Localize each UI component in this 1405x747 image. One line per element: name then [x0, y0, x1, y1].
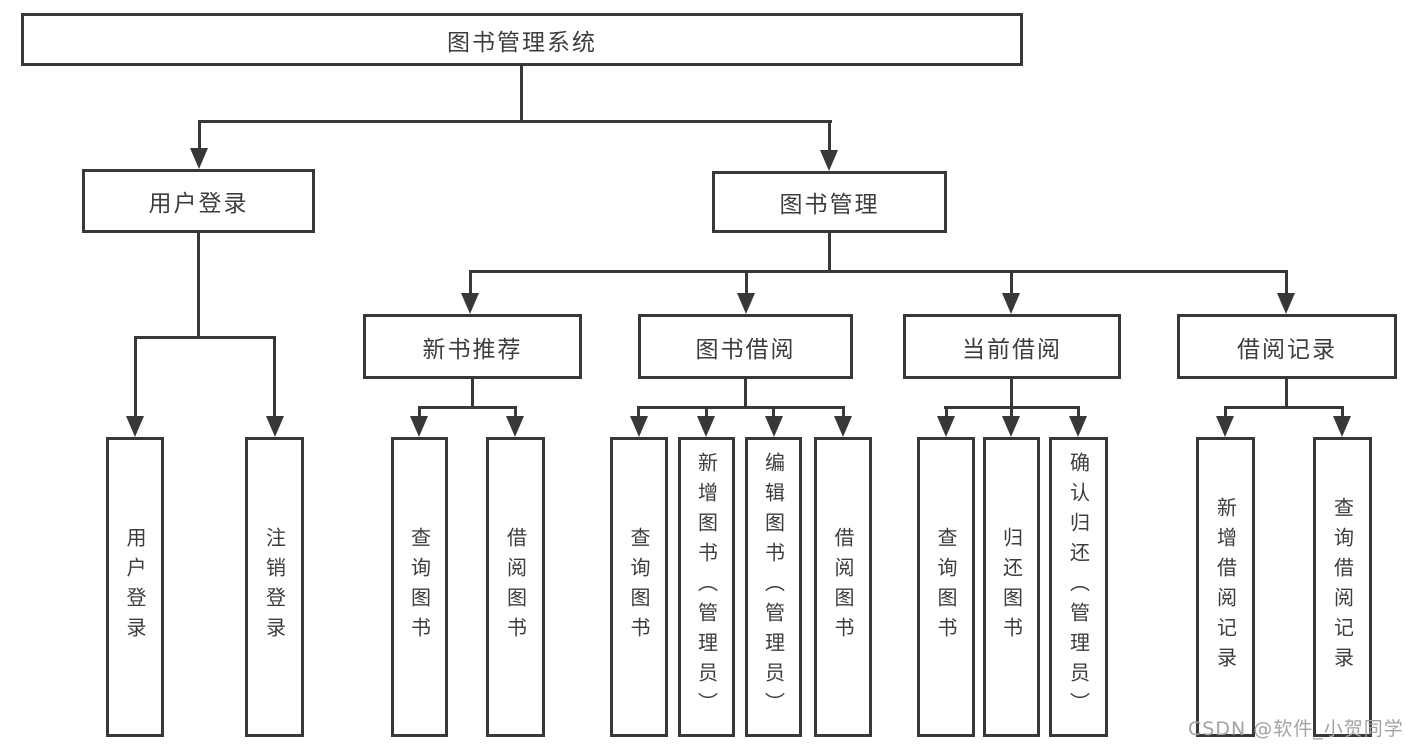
node-library-system: 图书管理系统 [21, 13, 1023, 66]
connector-line [1224, 406, 1343, 409]
leaf-records-query-record: 查询借阅记录 [1313, 437, 1372, 737]
leaf-newbook-query-books-label: 查询图书 [407, 527, 432, 647]
leaf-current-return-books-label: 归还图书 [999, 527, 1024, 647]
arrowhead-down-icon [1002, 416, 1020, 437]
connector-line [1224, 406, 1227, 417]
connector-line [772, 406, 775, 417]
connector-line [1341, 406, 1344, 417]
connector-line [520, 66, 523, 123]
arrowhead-down-icon [820, 150, 838, 171]
connector-line [1010, 379, 1013, 408]
leaf-borrowing-query-books-label: 查询图书 [627, 527, 651, 647]
arrowhead-down-icon [461, 293, 479, 314]
connector-line [469, 270, 472, 294]
arrowhead-down-icon [1277, 293, 1295, 314]
node-borrowing-records-label: 借阅记录 [1237, 336, 1337, 363]
leaf-user-login-label: 用户登录 [123, 527, 147, 647]
connector-line [637, 406, 640, 417]
connector-line [418, 406, 517, 409]
leaf-newbook-query-books: 查询图书 [391, 437, 448, 737]
leaf-current-query-books-label: 查询图书 [934, 527, 958, 647]
arrowhead-down-icon [506, 416, 524, 437]
leaf-borrowing-add-books-admin: 新增图书（管理员） [678, 437, 735, 737]
leaf-borrowing-add-books-admin-label: 新增图书（管理员） [694, 452, 719, 722]
csdn-watermark: CSDN @软件_小贺同学 [1188, 718, 1404, 740]
connector-line [828, 233, 831, 272]
connector-line [134, 336, 137, 417]
leaf-records-add-record-label: 新增借阅记录 [1213, 497, 1238, 677]
connector-line [1010, 270, 1013, 294]
arrowhead-down-icon [765, 416, 783, 437]
node-book-borrowing-label: 图书借阅 [695, 336, 796, 363]
connector-line [842, 406, 845, 417]
leaf-borrowing-edit-books-admin: 编辑图书（管理员） [745, 437, 802, 737]
node-new-book-recommend-label: 新书推荐 [422, 336, 523, 363]
connector-line [418, 406, 421, 417]
arrowhead-down-icon [266, 416, 284, 437]
arrowhead-down-icon [1216, 416, 1234, 437]
leaf-borrowing-borrow-books-label: 借阅图书 [831, 527, 855, 647]
connector-line [469, 270, 1288, 273]
leaf-borrowing-borrow-books: 借阅图书 [814, 437, 872, 737]
arrowhead-down-icon [630, 416, 648, 437]
connector-line [198, 120, 201, 149]
arrowhead-down-icon [697, 416, 715, 437]
connector-line [1077, 406, 1080, 417]
arrowhead-down-icon [834, 416, 852, 437]
node-user-login: 用户登录 [82, 169, 315, 233]
leaf-current-return-books: 归还图书 [983, 437, 1040, 737]
node-book-borrowing: 图书借阅 [638, 314, 853, 379]
connector-line [744, 379, 747, 408]
leaf-current-confirm-return-admin: 确认归还（管理员） [1049, 437, 1108, 737]
arrowhead-down-icon [190, 148, 208, 169]
arrowhead-down-icon [1069, 416, 1087, 437]
connector-line [1010, 406, 1013, 417]
connector-line [273, 336, 276, 417]
connector-line [1285, 379, 1288, 408]
arrowhead-down-icon [410, 416, 428, 437]
connector-line [134, 336, 276, 339]
connector-line [471, 379, 474, 408]
connector-line [637, 406, 844, 409]
leaf-logout-label: 注销登录 [262, 527, 287, 647]
node-current-borrowing-label: 当前借阅 [962, 336, 1062, 363]
leaf-records-add-record: 新增借阅记录 [1196, 437, 1255, 737]
leaf-newbook-borrow-books-label: 借阅图书 [503, 527, 528, 647]
arrowhead-down-icon [1002, 293, 1020, 314]
leaf-current-confirm-return-admin-label: 确认归还（管理员） [1066, 452, 1091, 722]
node-book-management-label: 图书管理 [779, 192, 880, 218]
arrowhead-down-icon [126, 416, 144, 437]
connector-line [198, 120, 832, 123]
leaf-newbook-borrow-books: 借阅图书 [486, 437, 545, 737]
arrowhead-down-icon [1333, 416, 1351, 437]
arrowhead-down-icon [937, 416, 955, 437]
connector-line [514, 406, 517, 417]
connector-line [945, 406, 948, 417]
connector-line [745, 270, 748, 294]
node-user-login-label: 用户登录 [148, 191, 249, 217]
leaf-borrowing-query-books: 查询图书 [610, 437, 668, 737]
connector-line [197, 233, 200, 338]
leaf-current-query-books: 查询图书 [917, 437, 975, 737]
node-book-management: 图书管理 [712, 171, 947, 233]
leaf-borrowing-edit-books-admin-label: 编辑图书（管理员） [761, 452, 786, 722]
node-new-book-recommend: 新书推荐 [363, 314, 582, 379]
leaf-records-query-record-label: 查询借阅记录 [1330, 497, 1355, 677]
connector-line [1285, 270, 1288, 294]
node-current-borrowing: 当前借阅 [903, 314, 1121, 379]
connector-line [828, 120, 831, 151]
node-borrowing-records: 借阅记录 [1177, 314, 1397, 379]
node-library-system-label: 图书管理系统 [447, 29, 597, 56]
leaf-user-login: 用户登录 [106, 437, 164, 737]
leaf-logout: 注销登录 [245, 437, 304, 737]
connector-line [705, 406, 708, 417]
arrowhead-down-icon [737, 293, 755, 314]
